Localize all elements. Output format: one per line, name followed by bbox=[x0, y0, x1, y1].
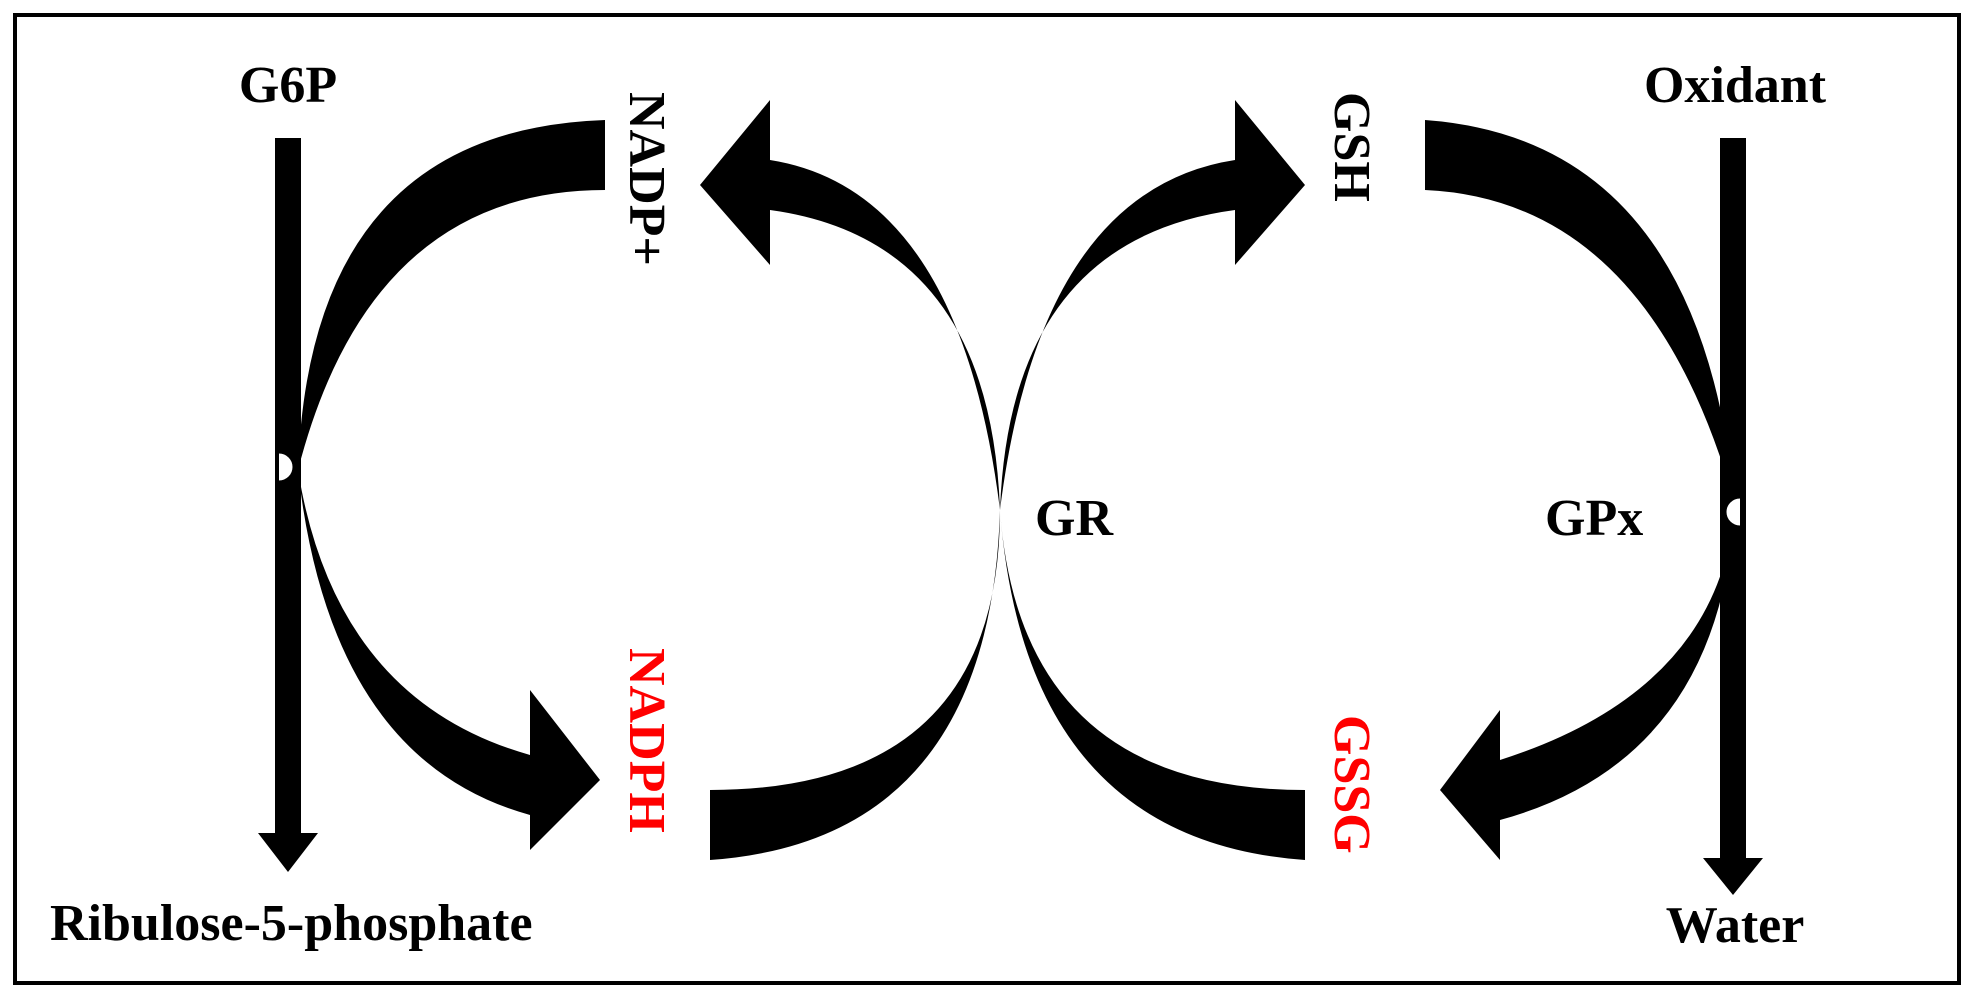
nadp-to-nadph-crescent-arrow bbox=[298, 120, 605, 850]
gssg-to-gsh-crescent-arrow bbox=[1000, 100, 1305, 860]
oxidant-label: Oxidant bbox=[1644, 57, 1827, 114]
water-label: Water bbox=[1666, 897, 1805, 954]
nadph-to-nadp-crescent-arrow bbox=[700, 100, 1000, 860]
gsh-to-gssg-crescent-arrow bbox=[1425, 120, 1735, 860]
ribulose-5-phosphate-label: Ribulose-5-phosphate bbox=[50, 895, 533, 952]
diagram-border bbox=[13, 13, 1961, 985]
gpx-enzyme-label: GPx bbox=[1545, 490, 1643, 547]
nadph-label: NADPH bbox=[618, 648, 675, 833]
gr-enzyme-label: GR bbox=[1035, 490, 1114, 547]
right-junction-connector bbox=[1723, 495, 1741, 529]
left-junction-connector bbox=[278, 450, 296, 484]
g6p-label: G6P bbox=[239, 57, 337, 114]
nadp-plus-label: NADP+ bbox=[618, 92, 675, 266]
gssg-label: GSSG bbox=[1323, 715, 1380, 854]
gsh-label: GSH bbox=[1323, 92, 1380, 202]
g6p-to-ribulose-arrow bbox=[258, 138, 318, 872]
